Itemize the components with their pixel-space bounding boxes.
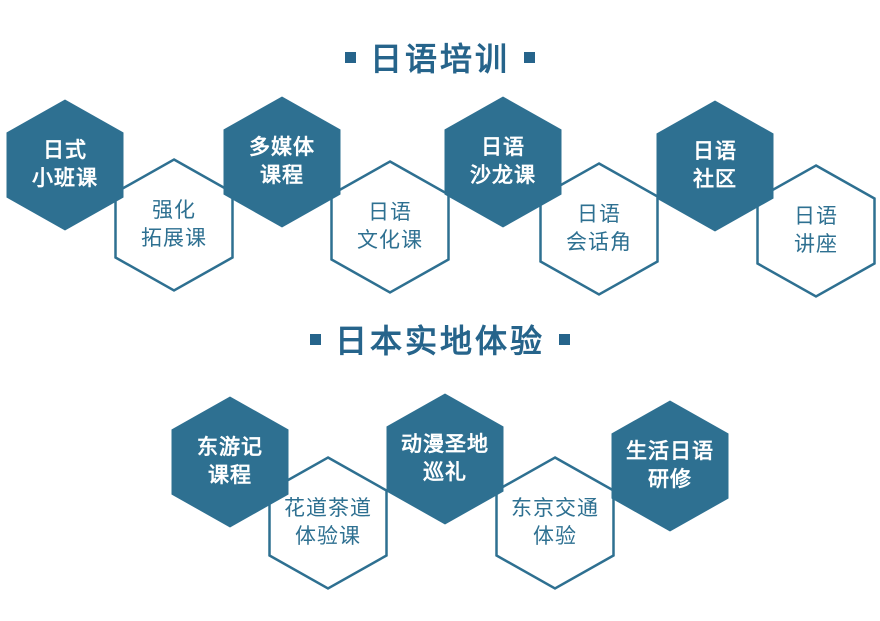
hexagon-shape bbox=[386, 393, 504, 525]
square-bullet-icon bbox=[524, 51, 535, 63]
hex-japanese-style-small-class: 日式 小班课 bbox=[5, 98, 125, 232]
square-bullet-icon bbox=[344, 51, 356, 63]
square-bullet-icon bbox=[559, 333, 570, 345]
hex-label: 日语 会话角 bbox=[566, 202, 632, 254]
hex-label: 花道茶道 体验课 bbox=[284, 496, 372, 548]
hexagon-shape bbox=[171, 396, 289, 528]
hex-intensive-expansion-course: 强化 拓展课 bbox=[114, 158, 234, 292]
section-title-text: 日本实地体验 bbox=[334, 323, 545, 359]
hex-daily-japanese-training: 生活日语 研修 bbox=[610, 399, 730, 533]
hex-tokyo-transport-experience: 东京交通 体验 bbox=[495, 456, 615, 590]
section-title-japanese-training: 日语培训 bbox=[0, 34, 880, 80]
hex-label: 日语 沙龙课 bbox=[470, 135, 536, 187]
hex-label: 多媒体 课程 bbox=[249, 135, 315, 187]
section-title-japan-field-experience: 日本实地体验 bbox=[0, 316, 880, 362]
hex-japanese-culture-course: 日语 文化课 bbox=[330, 160, 450, 294]
hex-japanese-lecture: 日语 讲座 bbox=[756, 164, 876, 298]
hex-label: 东游记 课程 bbox=[197, 435, 263, 487]
hex-japanese-community: 日语 社区 bbox=[655, 99, 775, 233]
hexagon-shape bbox=[656, 100, 774, 232]
hex-flower-tea-ceremony-course: 花道茶道 体验课 bbox=[268, 456, 388, 590]
hex-anime-holy-land-pilgrimage: 动漫圣地 巡礼 bbox=[385, 392, 505, 526]
hex-label: 强化 拓展课 bbox=[141, 198, 207, 250]
hexagon-shape bbox=[223, 96, 341, 228]
hex-label: 日语 社区 bbox=[693, 139, 737, 191]
hexagon-shape bbox=[611, 400, 729, 532]
hex-label: 动漫圣地 巡礼 bbox=[401, 432, 489, 484]
hexagon-shape bbox=[444, 96, 562, 228]
hex-multimedia-course: 多媒体 课程 bbox=[222, 95, 342, 229]
hex-east-journey-course: 东游记 课程 bbox=[170, 395, 290, 529]
hex-label: 日式 小班课 bbox=[32, 138, 98, 190]
hex-label: 日语 文化课 bbox=[357, 200, 423, 252]
hex-label: 生活日语 研修 bbox=[626, 439, 714, 491]
hexagon-shape bbox=[6, 99, 124, 231]
hex-japanese-salon-course: 日语 沙龙课 bbox=[443, 95, 563, 229]
square-bullet-icon bbox=[309, 333, 321, 345]
section-title-text: 日语培训 bbox=[369, 41, 510, 77]
hex-label: 东京交通 体验 bbox=[511, 496, 599, 548]
hex-label: 日语 讲座 bbox=[794, 204, 838, 256]
